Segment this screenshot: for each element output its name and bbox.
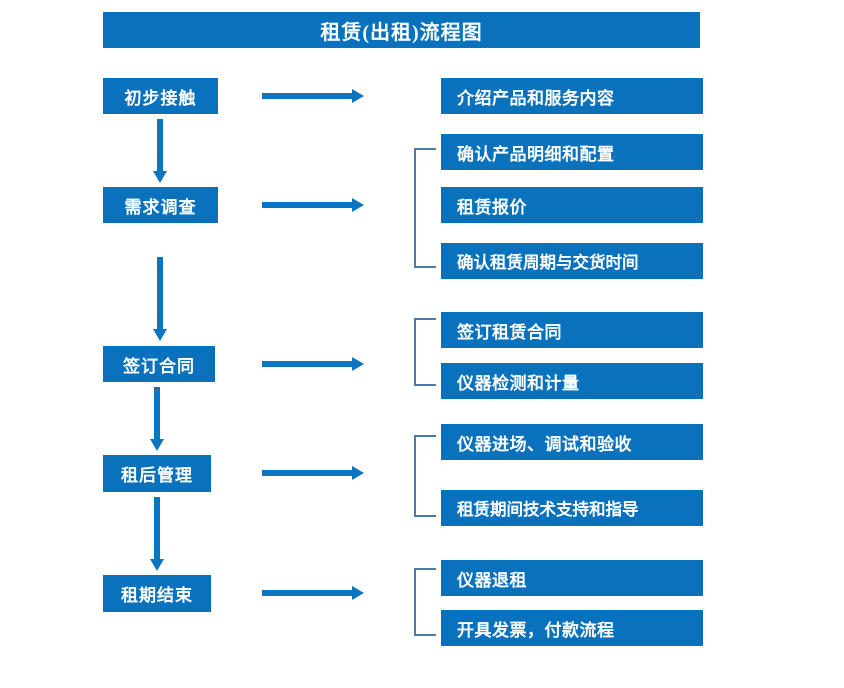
group-bracket-需求调查 (414, 148, 436, 268)
detail-box-仪器退租[interactable]: 仪器退租 (441, 560, 703, 596)
page-title: 租赁(出租)流程图 (103, 12, 700, 48)
stage-box-需求调查[interactable]: 需求调查 (103, 187, 218, 223)
detail-box-确认租赁周期与交货时间[interactable]: 确认租赁周期与交货时间 (441, 243, 703, 279)
stage-box-租期结束[interactable]: 租期结束 (103, 575, 211, 612)
detail-box-开具发票付款流程[interactable]: 开具发票，付款流程 (441, 610, 703, 646)
vertical-arrow-2 (151, 257, 169, 341)
vertical-arrow-4 (148, 497, 166, 571)
horizontal-arrow-4 (262, 464, 364, 482)
detail-box-仪器进场调试和验收[interactable]: 仪器进场、调试和验收 (441, 424, 703, 460)
detail-box-签订租赁合同[interactable]: 签订租赁合同 (441, 312, 703, 348)
horizontal-arrow-1 (262, 87, 364, 105)
stage-box-租后管理[interactable]: 租后管理 (103, 455, 211, 492)
group-bracket-租期结束 (414, 568, 436, 636)
detail-box-确认产品明细和配置[interactable]: 确认产品明细和配置 (441, 134, 703, 170)
group-bracket-签订合同 (414, 318, 436, 386)
horizontal-arrow-3 (262, 355, 364, 373)
horizontal-arrow-2 (262, 196, 364, 214)
detail-box-仪器检测和计量[interactable]: 仪器检测和计量 (441, 363, 703, 399)
detail-box-租赁期间技术支持和指导[interactable]: 租赁期间技术支持和指导 (441, 490, 703, 526)
horizontal-arrow-5 (262, 584, 364, 602)
group-bracket-租后管理 (414, 435, 436, 517)
vertical-arrow-3 (148, 387, 166, 451)
stage-box-签订合同[interactable]: 签订合同 (103, 346, 215, 382)
stage-box-初步接触[interactable]: 初步接触 (103, 78, 218, 114)
detail-box-租赁报价[interactable]: 租赁报价 (441, 187, 703, 223)
detail-box-介绍产品和服务内容[interactable]: 介绍产品和服务内容 (441, 78, 703, 114)
vertical-arrow-1 (151, 119, 169, 183)
